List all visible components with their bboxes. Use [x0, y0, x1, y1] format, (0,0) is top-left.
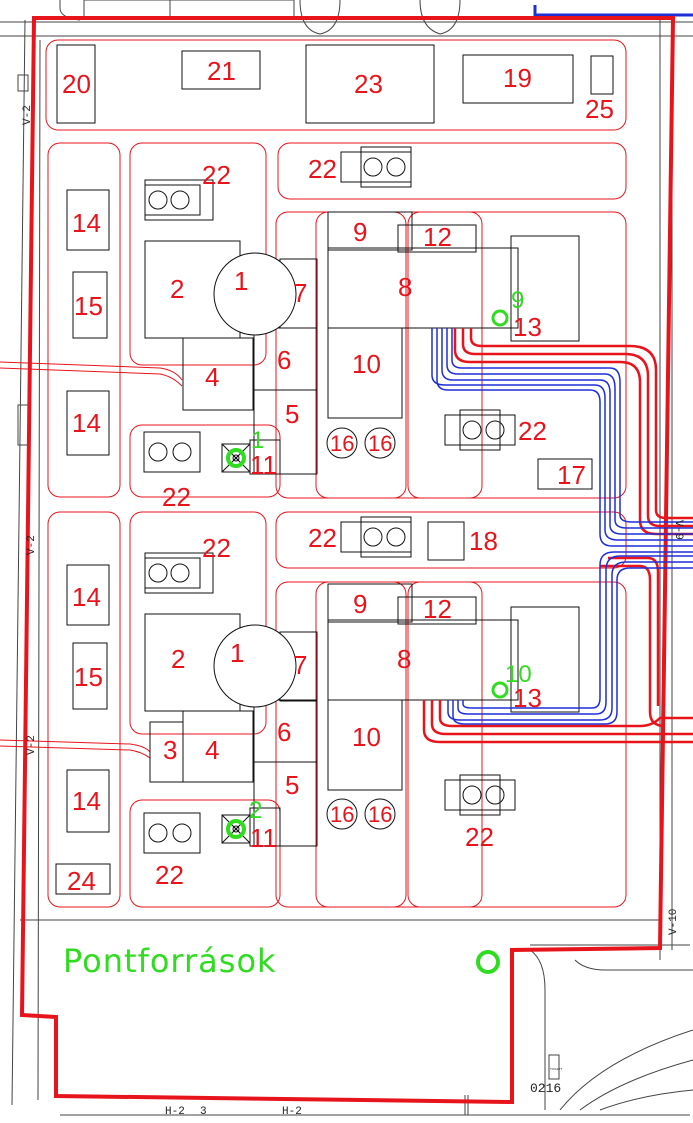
label-5b: 5 — [285, 770, 299, 800]
road-label-v2-low: V-2 — [26, 735, 38, 755]
label-16c: 16 — [330, 802, 354, 827]
label-7a: 7 — [293, 278, 307, 308]
label-5a: 5 — [285, 399, 299, 429]
label-11b: 11 — [250, 823, 277, 853]
road-label-3: 3 — [200, 1106, 207, 1118]
label-16b: 16 — [368, 431, 392, 456]
label-14b: 14 — [72, 408, 101, 438]
label-14c: 14 — [72, 582, 101, 612]
legend-point-source-symbol — [476, 950, 500, 974]
left-connections — [0, 361, 183, 759]
point-source-2-marker — [226, 819, 246, 839]
label-3: 3 — [163, 735, 177, 765]
label-22f: 22 — [202, 533, 231, 563]
buildings — [55, 44, 614, 895]
road-label-v10: V-10 — [668, 909, 680, 935]
point-source-centers — [232, 454, 240, 833]
label-22c: 22 — [518, 416, 547, 446]
parcel-number: 0216 — [530, 1081, 561, 1096]
label-17: 17 — [557, 460, 586, 490]
label-22h: 22 — [155, 860, 184, 890]
label-4a: 4 — [205, 362, 219, 392]
road-label-h2-right: H-2 — [282, 1106, 302, 1118]
small-building-label: TOILETT — [550, 1067, 562, 1071]
label-9a: 9 — [353, 217, 367, 247]
label-22a: 22 — [308, 154, 337, 184]
label-18: 18 — [469, 526, 498, 556]
label-21: 21 — [207, 56, 236, 86]
road-label-v2-top: V-2 — [22, 105, 34, 125]
label-7b: 7 — [293, 650, 307, 680]
label-20: 20 — [62, 69, 91, 99]
label-14a: 14 — [72, 208, 101, 238]
pipe-routes-blue — [431, 328, 693, 725]
label-13b: 13 — [513, 683, 542, 713]
label-16a: 16 — [330, 431, 354, 456]
label-22e: 22 — [308, 523, 337, 553]
label-2b: 2 — [171, 644, 185, 674]
label-12b: 12 — [423, 594, 452, 624]
label-9b: 9 — [353, 589, 367, 619]
cooling-units — [143, 146, 516, 854]
label-25: 25 — [585, 94, 614, 124]
label-8b: 8 — [397, 644, 411, 674]
label-10b: 10 — [352, 722, 381, 752]
point-source-10-marker — [491, 681, 509, 699]
site-boundary — [19, 16, 676, 1105]
round-structures — [213, 252, 396, 830]
road-label-v9: V-9 — [672, 520, 684, 540]
label-13a: 13 — [513, 312, 542, 342]
label-2a: 2 — [170, 274, 184, 304]
label-14d: 14 — [72, 786, 101, 816]
label-22d: 22 — [162, 482, 191, 512]
point-source-label-10: 10 — [505, 661, 532, 688]
point-source-label-1: 1 — [251, 427, 264, 454]
point-source-markers — [226, 309, 509, 974]
road-label-h2-left: H-2 — [165, 1106, 185, 1118]
label-6b: 6 — [277, 717, 291, 747]
label-19: 19 — [503, 63, 532, 93]
label-1a: 1 — [234, 266, 248, 296]
label-11a: 11 — [250, 450, 277, 480]
label-10a: 10 — [352, 349, 381, 379]
label-22b: 22 — [202, 160, 231, 190]
label-12a: 12 — [423, 222, 452, 252]
blue-corner — [533, 5, 693, 18]
label-8a: 8 — [398, 272, 412, 302]
label-1b: 1 — [230, 638, 244, 668]
point-source-label-9: 9 — [511, 287, 524, 314]
point-source-label-2: 2 — [249, 797, 262, 824]
label-24: 24 — [67, 866, 96, 896]
label-16d: 16 — [368, 802, 392, 827]
point-source-9-marker — [491, 309, 509, 327]
point-source-1-marker — [226, 448, 246, 468]
label-22g: 22 — [465, 822, 494, 852]
label-15a: 15 — [74, 291, 103, 321]
label-23: 23 — [354, 69, 383, 99]
label-4b: 4 — [205, 735, 219, 765]
label-15b: 15 — [74, 662, 103, 692]
road-label-v2-mid: V-2 — [26, 535, 38, 555]
label-6a: 6 — [277, 345, 291, 375]
legend-title: Pontforrások — [63, 942, 277, 980]
